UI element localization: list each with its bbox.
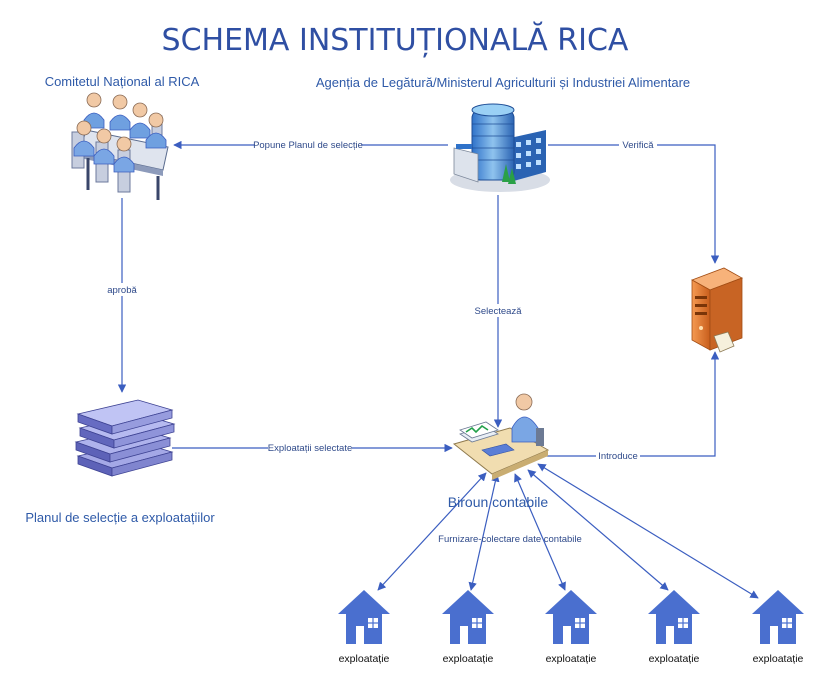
edge-label-bg xyxy=(104,283,140,296)
farm-label: exploatație xyxy=(339,653,390,665)
edge-label-selected-farms: Exploatații selectate xyxy=(268,443,353,454)
farm-3: exploatație xyxy=(545,590,597,665)
plan-label: Planul de selecție a exploatațiilor xyxy=(25,510,215,525)
farm-1: exploatație xyxy=(338,590,390,665)
committee-label: Comitetul Național al RICA xyxy=(45,74,200,89)
farm-label: exploatație xyxy=(649,653,700,665)
office-label: Biroun contabile xyxy=(448,494,549,510)
office-building-icon xyxy=(450,103,550,192)
house-icon xyxy=(338,590,390,644)
agency-label: Agenția de Legătură/Ministerul Agricultu… xyxy=(316,75,690,90)
edge-label-bg xyxy=(255,138,361,151)
farm-label: exploatație xyxy=(753,653,804,665)
edge-label-bg xyxy=(596,449,640,462)
edge-label-approves: aprobă xyxy=(107,285,137,296)
house-icon xyxy=(545,590,597,644)
house-icon xyxy=(648,590,700,644)
edge-verifies xyxy=(548,144,720,264)
house-icon xyxy=(442,590,494,644)
accountant-desk-icon xyxy=(452,393,550,480)
house-icon xyxy=(752,590,804,644)
edge-label-provides-data: Furnizare-colectare date contabile xyxy=(438,534,582,545)
edge-farm-1 xyxy=(377,472,487,591)
edge-enters xyxy=(545,351,720,457)
farm-label: exploatație xyxy=(546,653,597,665)
edge-farm-3 xyxy=(514,473,566,591)
farm-4: exploatație xyxy=(648,590,700,665)
edge-label-bg xyxy=(619,138,657,151)
edge-label-enters: Introduce xyxy=(598,451,638,462)
edge-label-selects: Selectează xyxy=(474,306,522,317)
farm-2: exploatație xyxy=(442,590,494,665)
edge-farm-2 xyxy=(468,473,500,591)
edge-label-bg xyxy=(474,304,522,317)
edge-label-verifies: Verifică xyxy=(622,140,654,151)
page-title: SCHEMA INSTITUȚIONALĂ RICA xyxy=(162,21,629,58)
farm-5: exploatație xyxy=(752,590,804,665)
server-icon xyxy=(691,267,743,353)
meeting-people-icon xyxy=(71,92,169,200)
edge-label-bg xyxy=(268,441,352,454)
edge-farm-5 xyxy=(537,463,759,599)
farm-label: exploatație xyxy=(443,653,494,665)
edge-label-proposes: Popune Planul de selecție xyxy=(253,140,363,151)
books-stack-icon xyxy=(74,399,176,477)
